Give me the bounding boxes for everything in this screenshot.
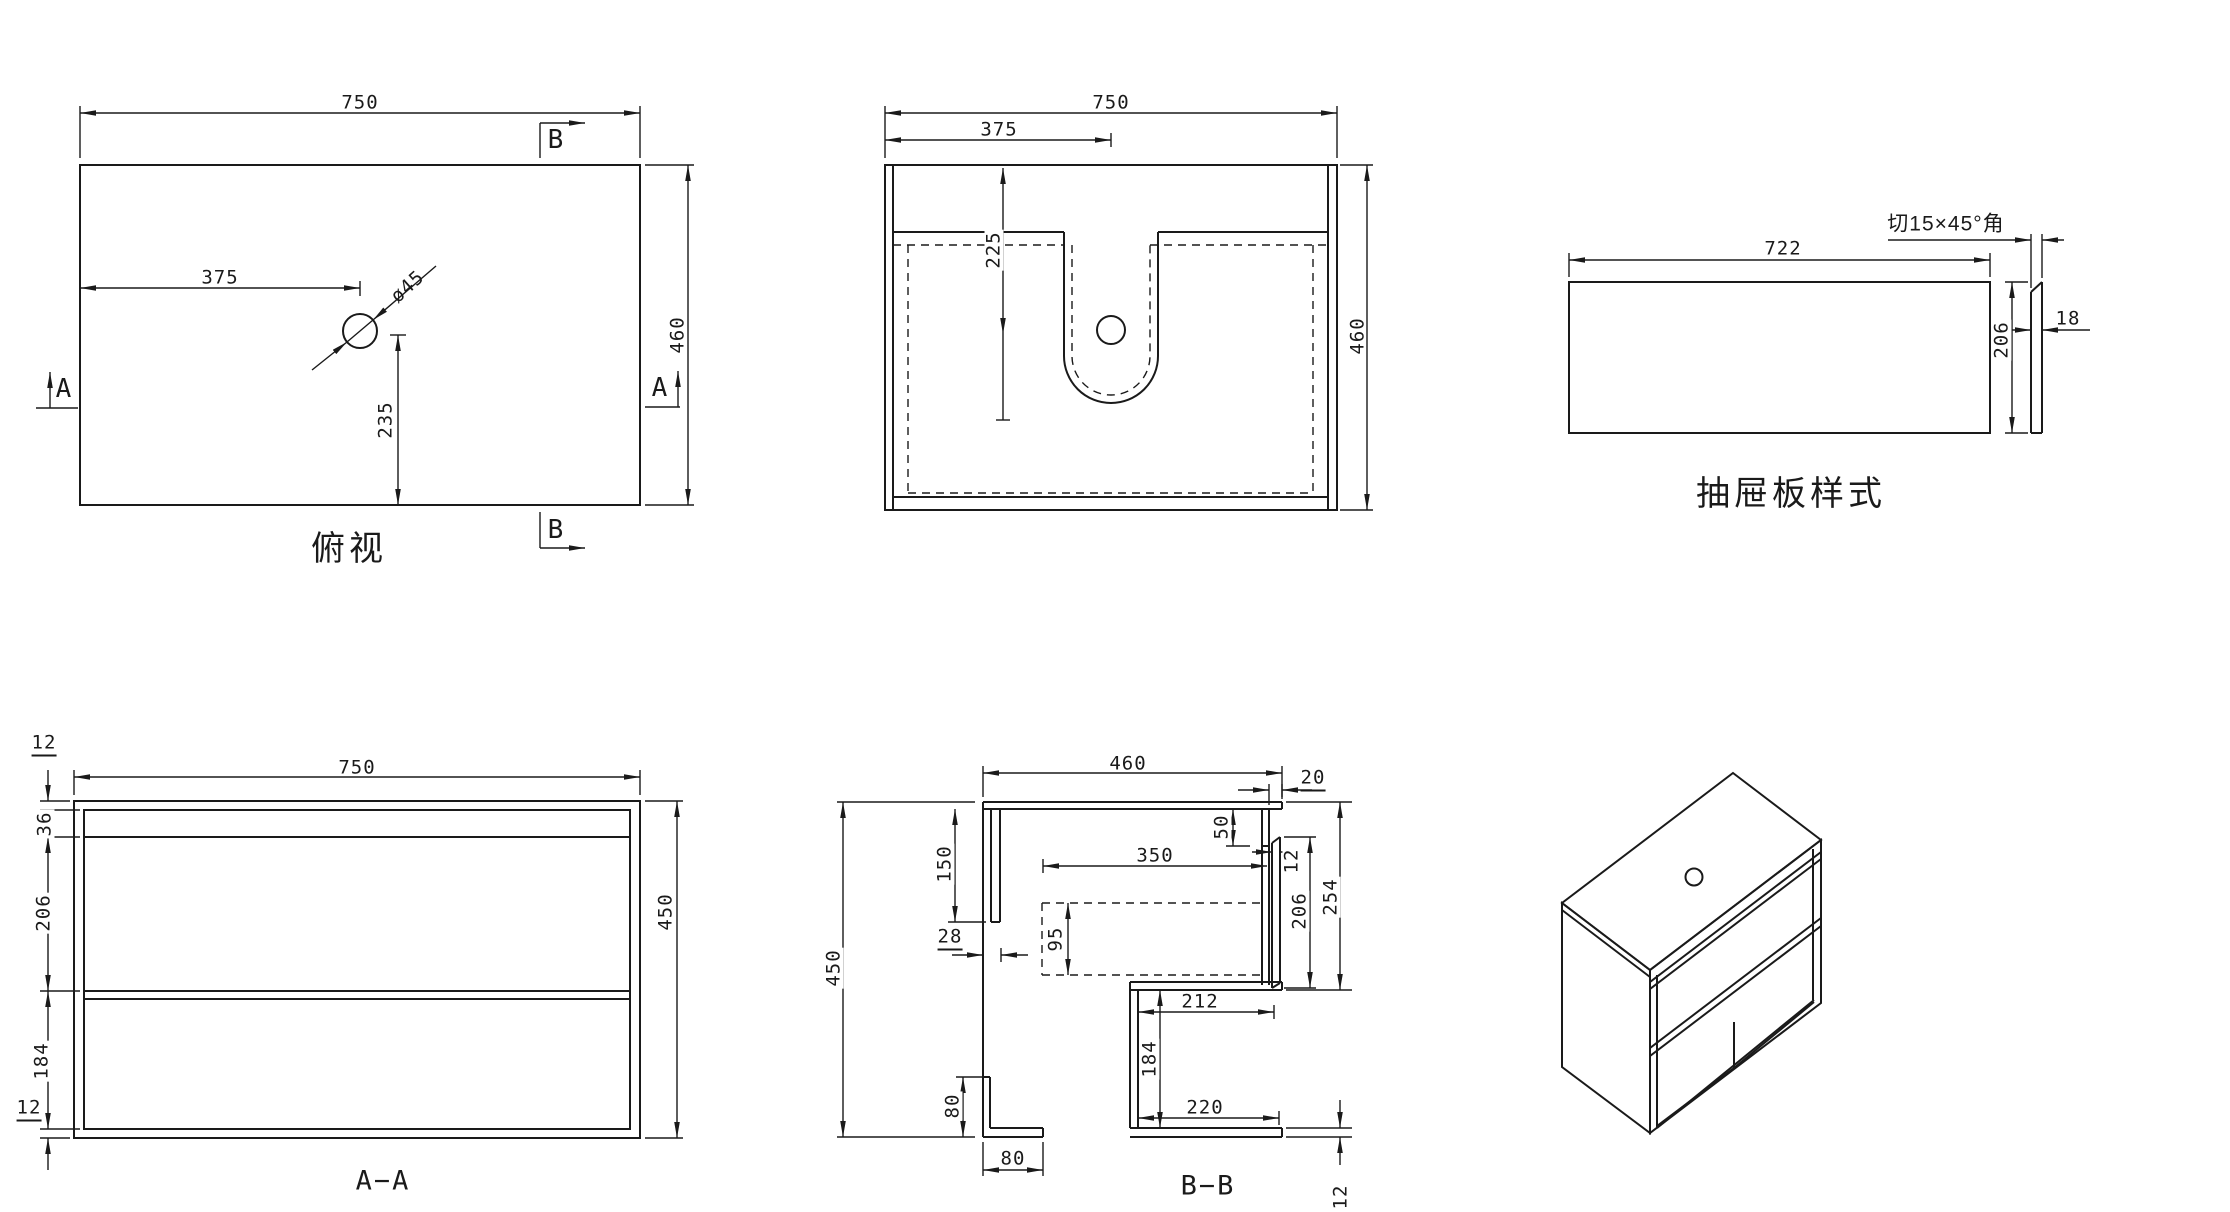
dim-bb-height: 450 <box>822 947 845 989</box>
dim-topview-depth: 460 <box>666 316 689 354</box>
dim-bb-bottom-thickness: 12 <box>1329 1184 1352 1210</box>
dim-bb-bottom-back-width: 80 <box>1000 1147 1026 1170</box>
dim-topview-hole-x: 375 <box>201 266 239 289</box>
dim-bb-depth: 460 <box>1109 752 1147 775</box>
dim-bb-overhang: 20 <box>1300 768 1326 792</box>
dim-panel-height: 206 <box>1990 319 2013 361</box>
dim-bb-shelf-height: 184 <box>1138 1038 1161 1080</box>
dim-frontview-width: 750 <box>1092 91 1130 114</box>
section-bb-outline <box>982 801 1283 1138</box>
dim-bb-drawer-inner: 95 <box>1044 924 1067 954</box>
dim-topview-hole-y: 235 <box>374 401 397 439</box>
dim-bb-bottom-depth: 220 <box>1186 1096 1224 1119</box>
dim-bb-drawer-depth: 350 <box>1136 844 1174 867</box>
dim-aa-height: 450 <box>654 893 677 931</box>
top-view-title: 俯视 <box>311 530 387 568</box>
section-bb-hidden-lines <box>1041 902 1262 976</box>
dim-panel-width: 722 <box>1764 237 1802 260</box>
dim-bb-front-total: 254 <box>1319 876 1342 918</box>
front-view-hidden-lines <box>893 244 1328 494</box>
dim-bb-front-thickness: 12 <box>1280 846 1303 876</box>
dim-aa-shelf-height: 184 <box>30 1040 53 1082</box>
dim-bb-back-drop: 150 <box>933 843 956 885</box>
dim-aa-bottom-thickness: 12 <box>16 1098 42 1122</box>
drawer-panel-outline <box>1568 281 2043 434</box>
dim-bb-shelf-depth: 212 <box>1181 990 1219 1013</box>
section-aa-outline <box>73 800 641 1139</box>
dim-aa-rail: 36 <box>33 809 56 839</box>
section-bb-dimensions <box>837 766 1352 1176</box>
dim-topview-width: 750 <box>341 91 379 114</box>
section-aa-title: A−A <box>355 1165 411 1197</box>
section-marker-b-bottom: B <box>547 515 565 545</box>
dim-aa-width: 750 <box>338 756 376 779</box>
dim-aa-drawer-height: 206 <box>32 892 55 934</box>
section-marker-b-top: B <box>547 125 565 155</box>
dim-bb-rail-drop: 50 <box>1210 812 1233 842</box>
dim-bb-front-height: 206 <box>1288 890 1311 932</box>
dim-bb-back-thickness: 28 <box>937 927 963 951</box>
isometric-view <box>1560 771 1823 1136</box>
dim-frontview-center: 375 <box>980 118 1018 141</box>
dim-frontview-height: 460 <box>1346 317 1369 355</box>
section-bb-title: B−B <box>1180 1170 1236 1202</box>
section-marker-a-left: A <box>55 374 73 404</box>
panel-chamfer-note: 切15×45°角 <box>1887 212 2005 236</box>
dim-frontview-cutout: 225 <box>982 229 1005 271</box>
dim-aa-top-thickness: 12 <box>31 733 57 757</box>
drawer-panel-dimensions <box>1568 234 2090 434</box>
dim-bb-back-bottom-height: 80 <box>941 1091 964 1121</box>
dim-panel-thickness: 18 <box>2055 307 2081 330</box>
top-view-dimensions <box>36 106 694 551</box>
section-aa-dimensions <box>40 770 683 1170</box>
drawer-panel-title: 抽屉板样式 <box>1696 475 1886 513</box>
front-view-outline <box>884 164 1338 511</box>
section-marker-a-right: A <box>651 373 669 403</box>
top-view-outline <box>79 164 641 506</box>
front-view-dimensions <box>884 106 1373 511</box>
